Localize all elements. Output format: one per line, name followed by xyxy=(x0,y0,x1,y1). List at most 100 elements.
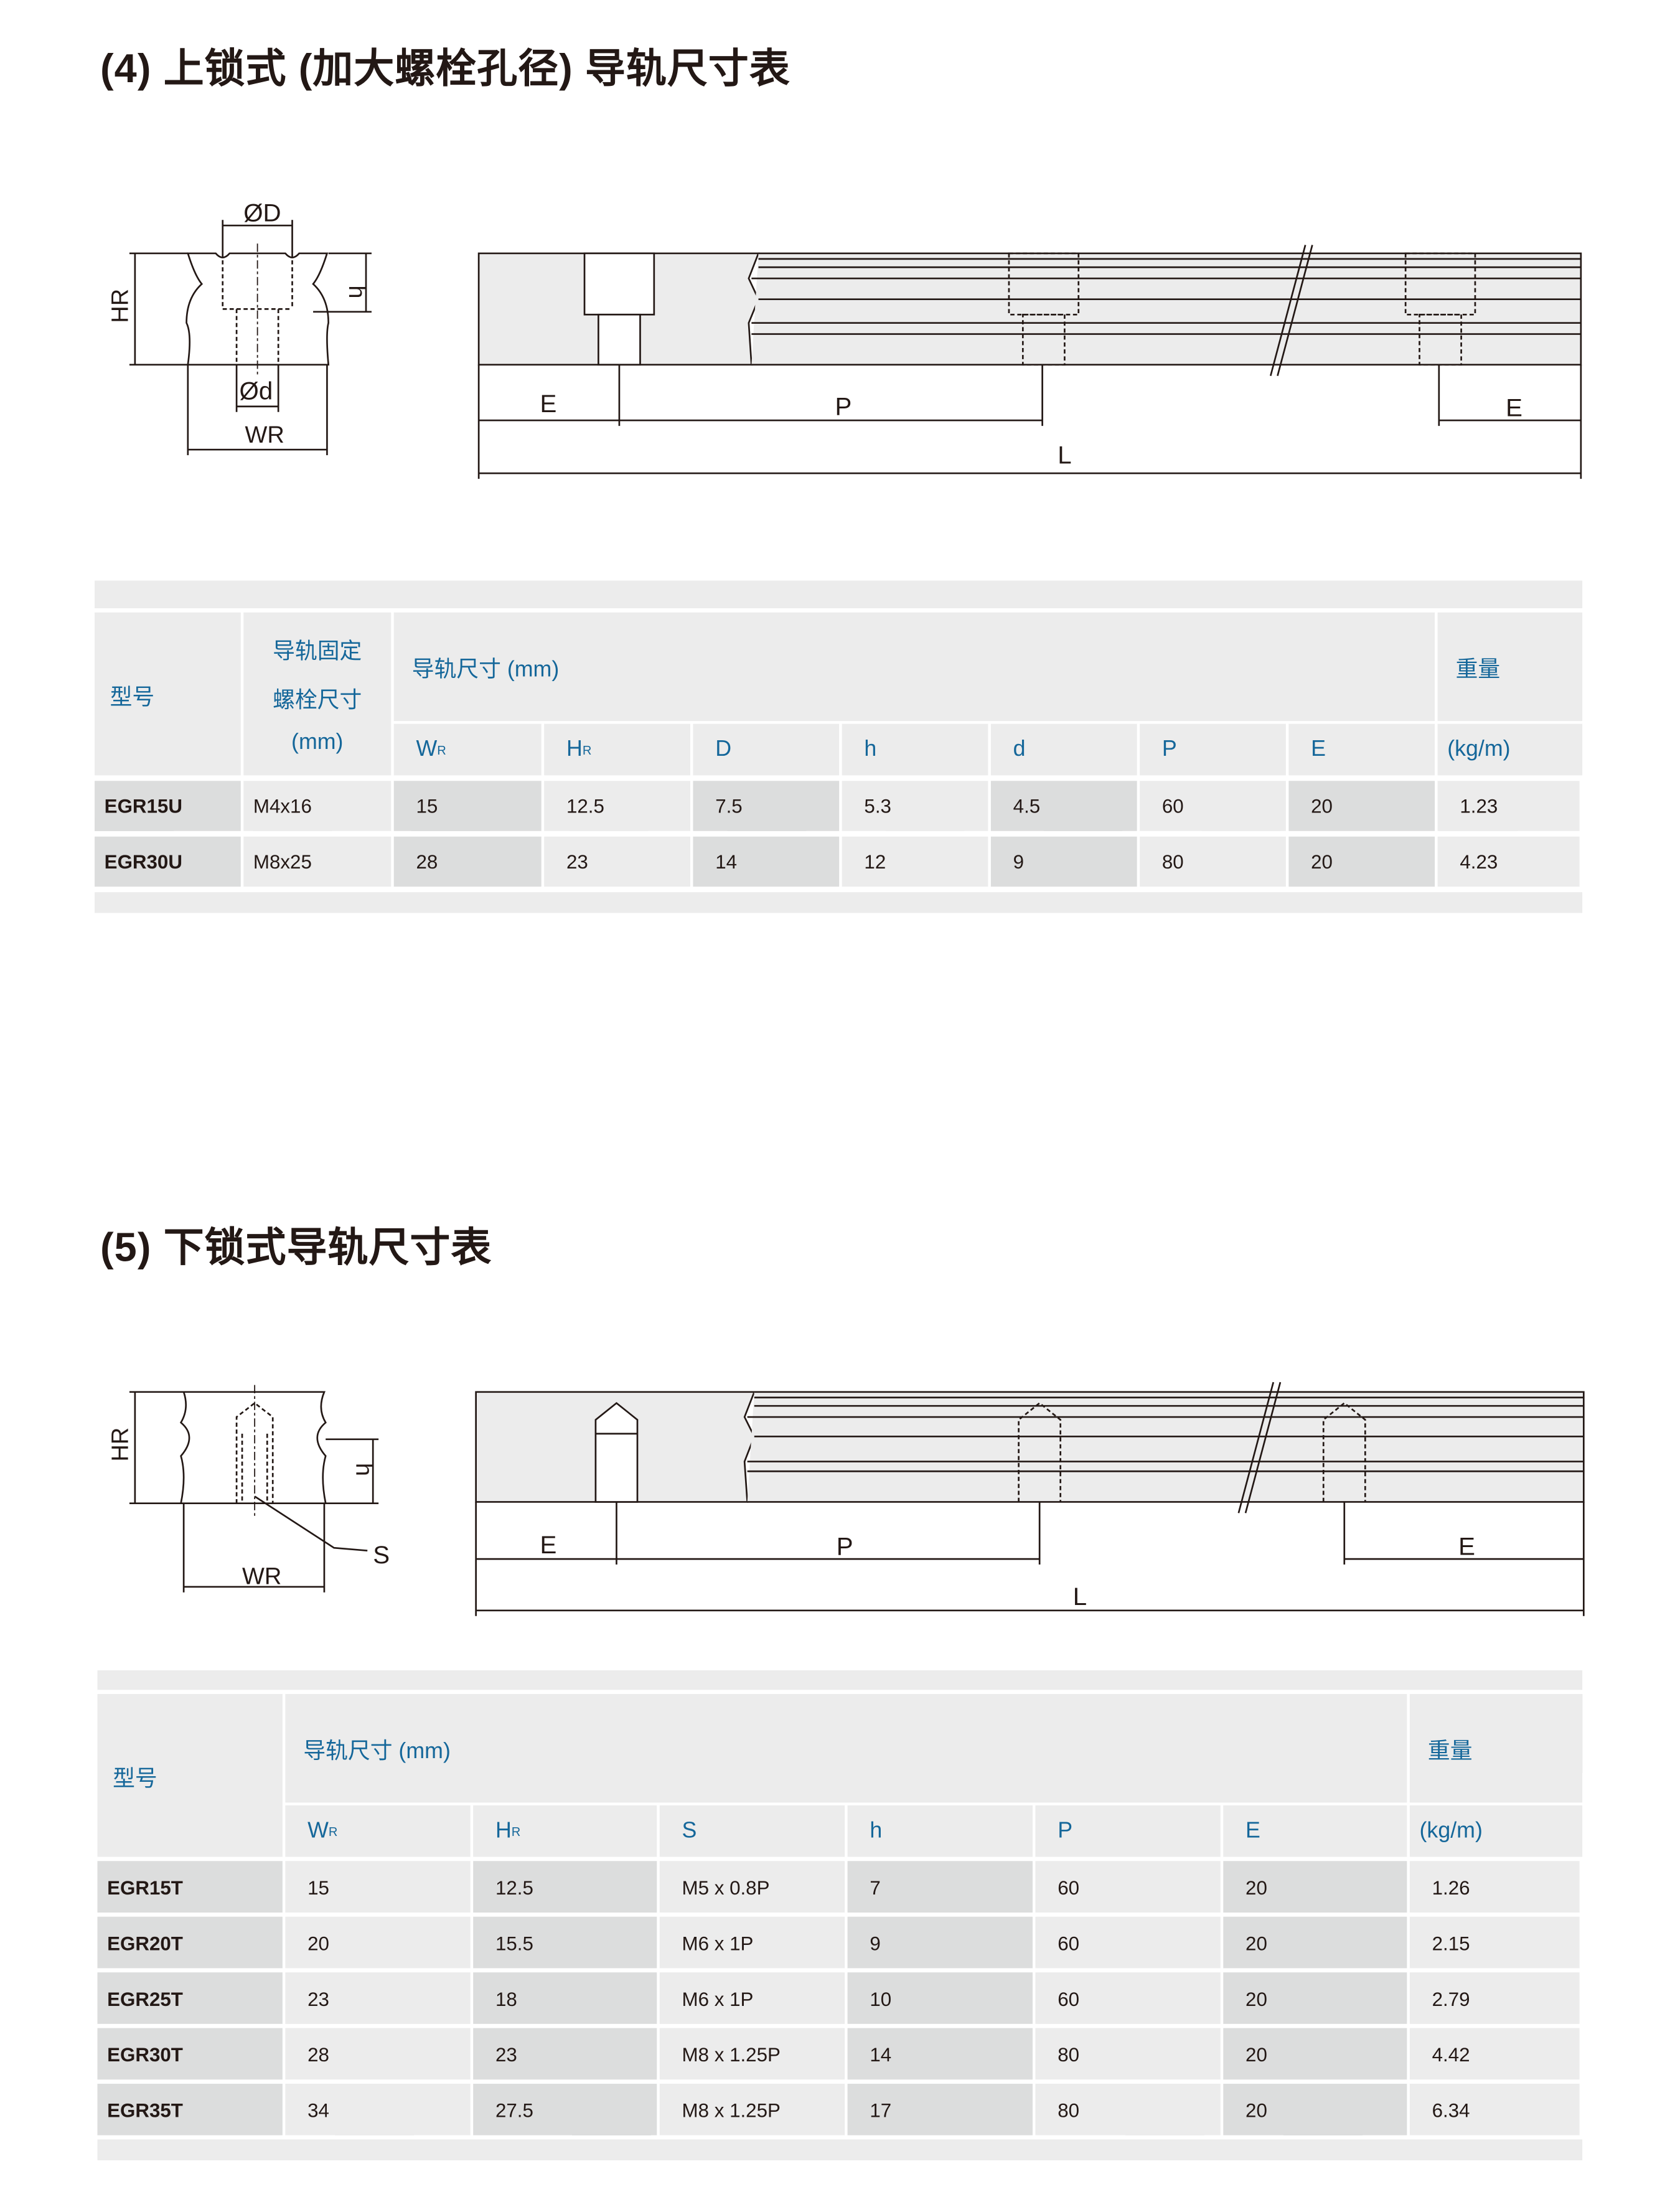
table-cell: 20 xyxy=(1223,1972,1407,2024)
subscript: R xyxy=(511,1824,521,1838)
label-h: h xyxy=(350,1463,377,1476)
column-header-S: S xyxy=(659,1805,845,1857)
header-weight-unit: (kg/m) xyxy=(1409,1805,1583,1857)
header-dimensions: 导轨尺寸 (mm) xyxy=(285,1693,1407,1803)
section5-cross-section-diagram: HR h S WR xyxy=(108,1385,390,1593)
table-cell: 20 xyxy=(1223,1861,1407,1913)
table-top-band xyxy=(97,1670,1583,1690)
subscript: R xyxy=(582,742,592,757)
table-cell: M6 x 1P xyxy=(659,1972,845,2024)
label-WR: WR xyxy=(242,1563,281,1589)
table-cell: 20 xyxy=(1288,836,1435,887)
column-header-E: E xyxy=(1223,1805,1407,1857)
model-cell: EGR20T xyxy=(97,1916,283,1969)
table-cell: 1.26 xyxy=(1409,1861,1580,1913)
section4-title: (4) 上锁式 (加大螺栓孔径) 导轨尺寸表 xyxy=(100,47,790,92)
table-cell: 7 xyxy=(847,1861,1033,1913)
table-cell: 20 xyxy=(1223,2083,1407,2135)
column-header-d: d xyxy=(990,723,1137,776)
section5-rail-side-diagram: E P E L xyxy=(475,1381,1585,1616)
table-cell: 10 xyxy=(847,1972,1033,2024)
table-cell: 2.79 xyxy=(1409,1972,1580,2024)
table-cell: 60 xyxy=(1035,1861,1221,1913)
section5-title: (5) 下锁式导轨尺寸表 xyxy=(100,1226,492,1271)
label-E-left: E xyxy=(540,390,556,418)
table-cell: 23 xyxy=(473,2028,657,2080)
table-cell: 15 xyxy=(393,781,542,831)
table-cell: 15.5 xyxy=(473,1916,657,1969)
column-header-h: h xyxy=(842,723,988,776)
table-bottom-band xyxy=(95,892,1583,913)
table-cell: 60 xyxy=(1035,1916,1221,1969)
table-cell: 7.5 xyxy=(693,781,840,831)
table-cell: 20 xyxy=(1223,2028,1407,2080)
label-L: L xyxy=(1073,1583,1087,1611)
table-cell: 80 xyxy=(1035,2083,1221,2135)
table-cell: 20 xyxy=(1288,781,1435,831)
table-cell: M8x25 xyxy=(243,836,392,887)
model-cell: EGR30U xyxy=(95,836,241,887)
header-bolt-line: (mm) xyxy=(291,731,344,755)
table-cell: 60 xyxy=(1140,781,1286,831)
table-top-band xyxy=(95,580,1583,609)
table-cell: 9 xyxy=(990,836,1137,887)
label-h: h xyxy=(344,285,370,298)
table-cell: 12 xyxy=(842,836,988,887)
table-cell: 9 xyxy=(847,1916,1033,1969)
model-cell: EGR30T xyxy=(97,2028,283,2080)
column-header-P: P xyxy=(1035,1805,1221,1857)
table-cell: 80 xyxy=(1140,836,1286,887)
header-bolt-line: 螺栓尺寸 xyxy=(273,689,362,713)
header-model: 型号 xyxy=(97,1693,283,1857)
table-cell: 1.23 xyxy=(1437,781,1580,831)
column-header-D: D xyxy=(693,723,840,776)
header-bolt-size: 导轨固定螺栓尺寸 (mm) xyxy=(243,612,392,776)
subscript: R xyxy=(328,1824,338,1838)
table-cell: 28 xyxy=(285,2028,471,2080)
table-cell: 4.5 xyxy=(990,781,1137,831)
model-cell: EGR25T xyxy=(97,1972,283,2024)
table-cell: 17 xyxy=(847,2083,1033,2135)
column-header-P: P xyxy=(1140,723,1286,776)
header-weight: 重量 xyxy=(1437,612,1583,722)
table-cell: 18 xyxy=(473,1972,657,2024)
table-cell: M5 x 0.8P xyxy=(659,1861,845,1913)
table-cell: 23 xyxy=(544,836,690,887)
header-model: 型号 xyxy=(95,612,241,776)
column-header-E: E xyxy=(1288,723,1435,776)
label-phiD: ØD xyxy=(243,199,281,227)
label-WR: WR xyxy=(245,422,284,448)
label-P: P xyxy=(835,392,851,420)
table-cell: 28 xyxy=(393,836,542,887)
table-cell: 4.23 xyxy=(1437,836,1580,887)
label-HR: HR xyxy=(108,1428,134,1462)
table-cell: 2.15 xyxy=(1409,1916,1580,1969)
model-cell: EGR35T xyxy=(97,2083,283,2135)
table-cell: M4x16 xyxy=(243,781,392,831)
section4-cross-section-diagram: ØD Ød HR h WR xyxy=(108,199,372,456)
header-bolt-line: 导轨固定 xyxy=(273,640,362,664)
label-E-left: E xyxy=(540,1531,556,1559)
model-cell: EGR15U xyxy=(95,781,241,831)
table-cell: 27.5 xyxy=(473,2083,657,2135)
label-phid: Ød xyxy=(240,377,273,405)
label-E-right: E xyxy=(1458,1532,1475,1560)
table-cell: 12.5 xyxy=(473,1861,657,1913)
column-header-h: h xyxy=(847,1805,1033,1857)
header-weight-unit: (kg/m) xyxy=(1437,723,1583,776)
table-cell: M8 x 1.25P xyxy=(659,2028,845,2080)
table-cell: M6 x 1P xyxy=(659,1916,845,1969)
table-cell: 5.3 xyxy=(842,781,988,831)
table-cell: 12.5 xyxy=(544,781,690,831)
table-cell: 20 xyxy=(285,1916,471,1969)
model-cell: EGR15T xyxy=(97,1861,283,1913)
table-cell: M8 x 1.25P xyxy=(659,2083,845,2135)
section4-rail-side-diagram: E P E L xyxy=(477,245,1582,479)
label-S: S xyxy=(373,1541,390,1569)
table-cell: 14 xyxy=(693,836,840,887)
